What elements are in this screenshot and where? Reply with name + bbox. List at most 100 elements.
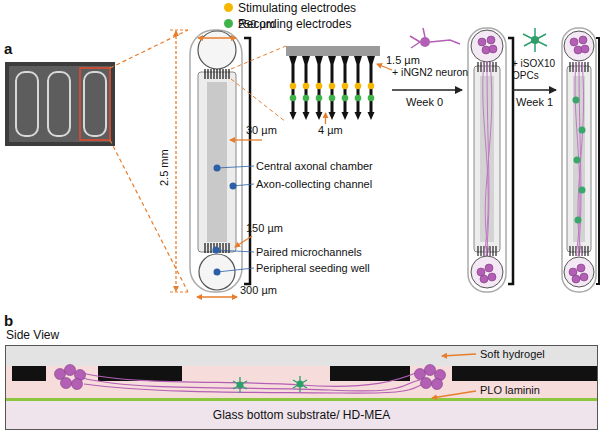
photo-chip xyxy=(84,72,106,136)
substrate-band: Glass bottom substrate/ HD-MEA xyxy=(6,401,597,429)
neuron-cell xyxy=(72,379,83,390)
neuron-cell xyxy=(489,45,497,53)
medium-layer xyxy=(6,366,597,398)
dimension-arrow xyxy=(198,37,236,38)
dimension-arrow xyxy=(230,139,262,140)
dimension-label: 4 µm xyxy=(318,124,343,136)
opc-icon xyxy=(523,28,547,52)
callout-dot xyxy=(230,183,237,190)
neuron-cell xyxy=(579,36,587,44)
device-photo xyxy=(5,62,115,146)
neuron-cell xyxy=(65,365,76,376)
neuron-cell xyxy=(421,378,432,389)
neuron-soma xyxy=(420,37,430,47)
legend-swatch xyxy=(224,19,233,28)
dimension-label: 150 µm xyxy=(246,222,283,234)
zoom-line xyxy=(231,46,286,122)
neuron-cell xyxy=(581,45,589,53)
dimension-label: 300 µm xyxy=(240,284,277,296)
hydrogel-layer xyxy=(6,346,597,366)
opc-soma xyxy=(531,36,539,44)
callout-label: PLO laminin xyxy=(480,384,540,396)
electrode xyxy=(303,95,310,102)
neuron-cell xyxy=(572,275,580,283)
neuron-cell xyxy=(488,273,496,281)
device-outline xyxy=(468,28,506,292)
legend-row: Stimulating electrodes xyxy=(224,0,356,15)
electrode xyxy=(329,83,336,90)
opc-cell xyxy=(575,217,582,224)
callout-label: Paired microchannels xyxy=(256,246,362,258)
electrode xyxy=(342,83,349,90)
callout-label: Central axonal chamber xyxy=(256,160,373,172)
electrode xyxy=(290,95,297,102)
step-arrow xyxy=(392,89,462,91)
dimension-label: 30 µm xyxy=(246,124,277,136)
callout-dot xyxy=(213,247,220,254)
neuron-cell xyxy=(432,379,443,390)
legend-row: Recording electrodes xyxy=(224,16,351,31)
zoom-line xyxy=(110,30,188,292)
callout-label: Soft hydrogel xyxy=(480,348,545,360)
opc-cells xyxy=(573,97,586,224)
callout-dot xyxy=(214,269,221,276)
opc-cell xyxy=(237,382,244,389)
callout-dot xyxy=(214,165,221,172)
opc-cell xyxy=(579,127,586,134)
step-label: + iNGN2 neuron xyxy=(392,66,468,78)
neuron-cell xyxy=(61,378,72,389)
neuron-cell xyxy=(425,365,436,376)
inset-microchannels xyxy=(289,56,375,120)
pdms-blocks xyxy=(12,366,597,381)
neuron-icon xyxy=(410,28,460,48)
neuron-cell xyxy=(480,275,488,283)
step-label: Week 0 xyxy=(406,96,443,108)
microchannels xyxy=(570,62,588,256)
opc-cell xyxy=(573,97,580,104)
node-text: Glass bottom substrate/ HD-MEA xyxy=(6,401,597,429)
recording-electrodes xyxy=(290,95,375,102)
leader-line xyxy=(216,166,254,272)
opc-processes xyxy=(233,376,307,393)
seeding-well xyxy=(564,257,594,287)
central-chamber xyxy=(207,82,227,242)
neuron-cells xyxy=(55,365,446,390)
neuron-cell xyxy=(485,264,493,272)
axon-collecting-channel xyxy=(198,72,236,252)
dimension-arrow xyxy=(197,296,237,297)
neuron-cell xyxy=(487,36,495,44)
neuron-cell xyxy=(478,38,486,46)
neuron-cell xyxy=(574,46,582,54)
seeding-well xyxy=(199,254,235,290)
electrode xyxy=(329,95,336,102)
dimension-tick xyxy=(170,30,188,292)
electrode xyxy=(355,95,362,102)
neuron-cell xyxy=(580,273,588,281)
callout-arrow xyxy=(442,354,476,356)
neuron-cell xyxy=(482,46,490,54)
seeding-well xyxy=(471,256,503,288)
legend-swatch xyxy=(224,3,233,12)
seeding-well xyxy=(471,30,503,62)
step-label: + iSOX10 OPCs xyxy=(512,58,560,82)
node-text: Side View xyxy=(6,328,59,342)
dimension-arrow xyxy=(235,236,252,247)
callout-label: Axon-collecting channel xyxy=(256,178,372,190)
dimension-arrow xyxy=(175,31,176,291)
step-label: Week 1 xyxy=(516,96,553,108)
electrode xyxy=(355,83,362,90)
electrode xyxy=(303,83,310,90)
inset-chamber xyxy=(286,46,380,56)
opc-cell xyxy=(574,157,581,164)
seeding-well xyxy=(198,31,236,69)
panel-letter: a xyxy=(4,40,12,57)
photo-inner xyxy=(9,66,111,142)
dimension-arrow xyxy=(325,113,326,124)
legend-text: Recording electrodes xyxy=(238,17,351,31)
electrode xyxy=(342,95,349,102)
callout-arrow xyxy=(432,391,476,398)
